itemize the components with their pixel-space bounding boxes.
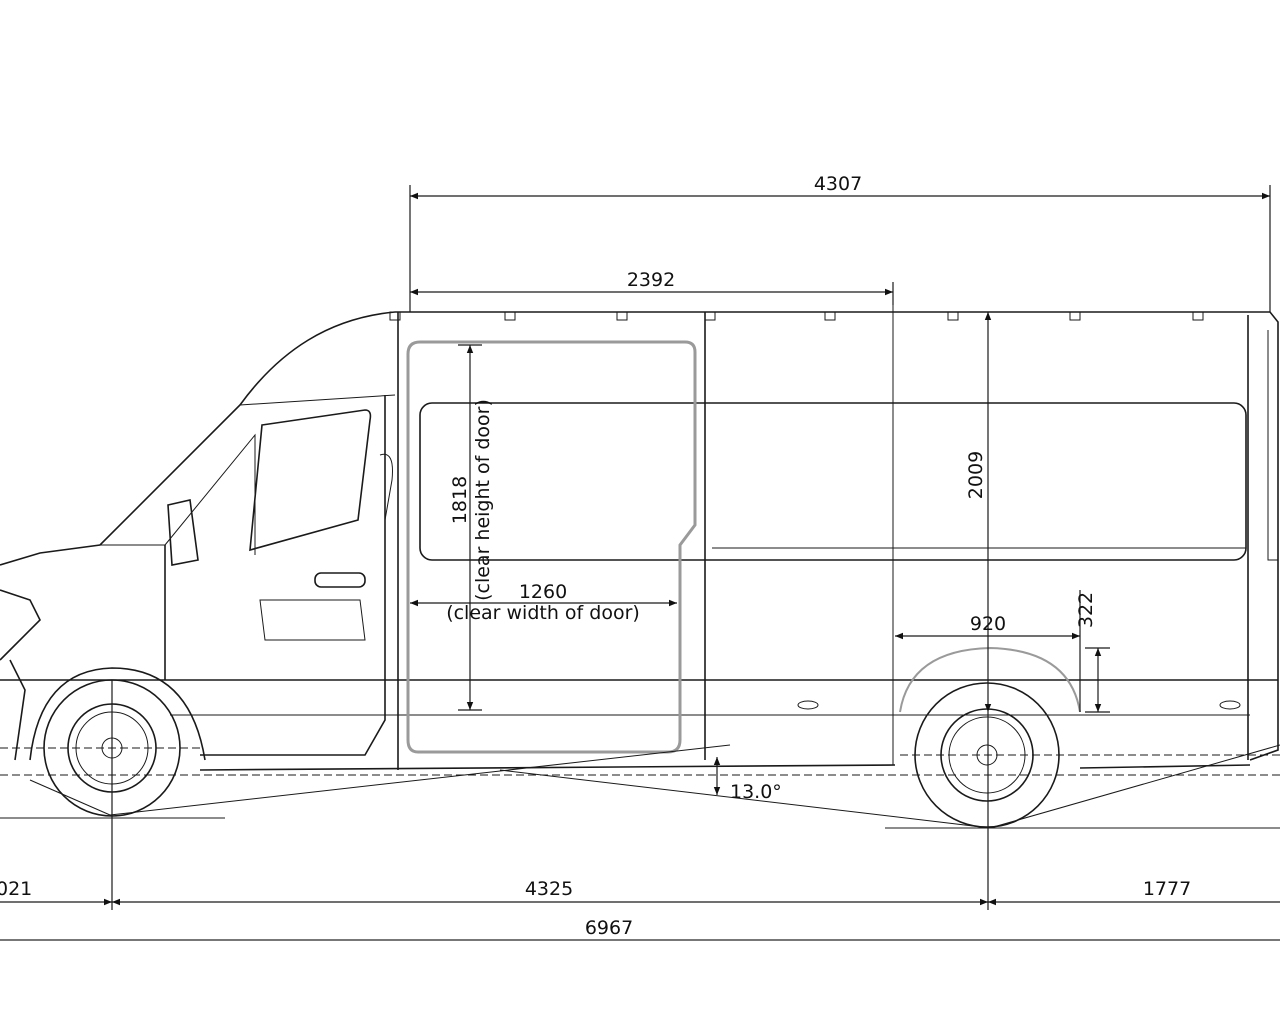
- departure-angle-label: 13.0°: [730, 781, 782, 803]
- dimension-lines: [0, 185, 1280, 941]
- door-width-label: 1260: [519, 581, 567, 603]
- overall-length-label: 6967: [585, 917, 633, 939]
- load-length-label: 4307: [814, 173, 862, 195]
- van-body-outline: [0, 305, 1279, 771]
- wheel-arch-width-label: 920: [970, 613, 1006, 635]
- interior-height-label: 2009: [965, 451, 987, 499]
- wheel-arch-height-label: 322: [1075, 592, 1097, 628]
- wheelbase-label: 4325: [525, 878, 573, 900]
- door-width-note: (clear width of door): [446, 602, 640, 624]
- ground-lines: [0, 744, 1280, 829]
- door-height-note: (clear height of door): [472, 399, 494, 601]
- door-height-label: 1818: [449, 476, 471, 524]
- rear-overhang-label: 1777: [1143, 878, 1191, 900]
- front-overhang-label: 021: [0, 878, 32, 900]
- door-position-label: 2392: [627, 269, 675, 291]
